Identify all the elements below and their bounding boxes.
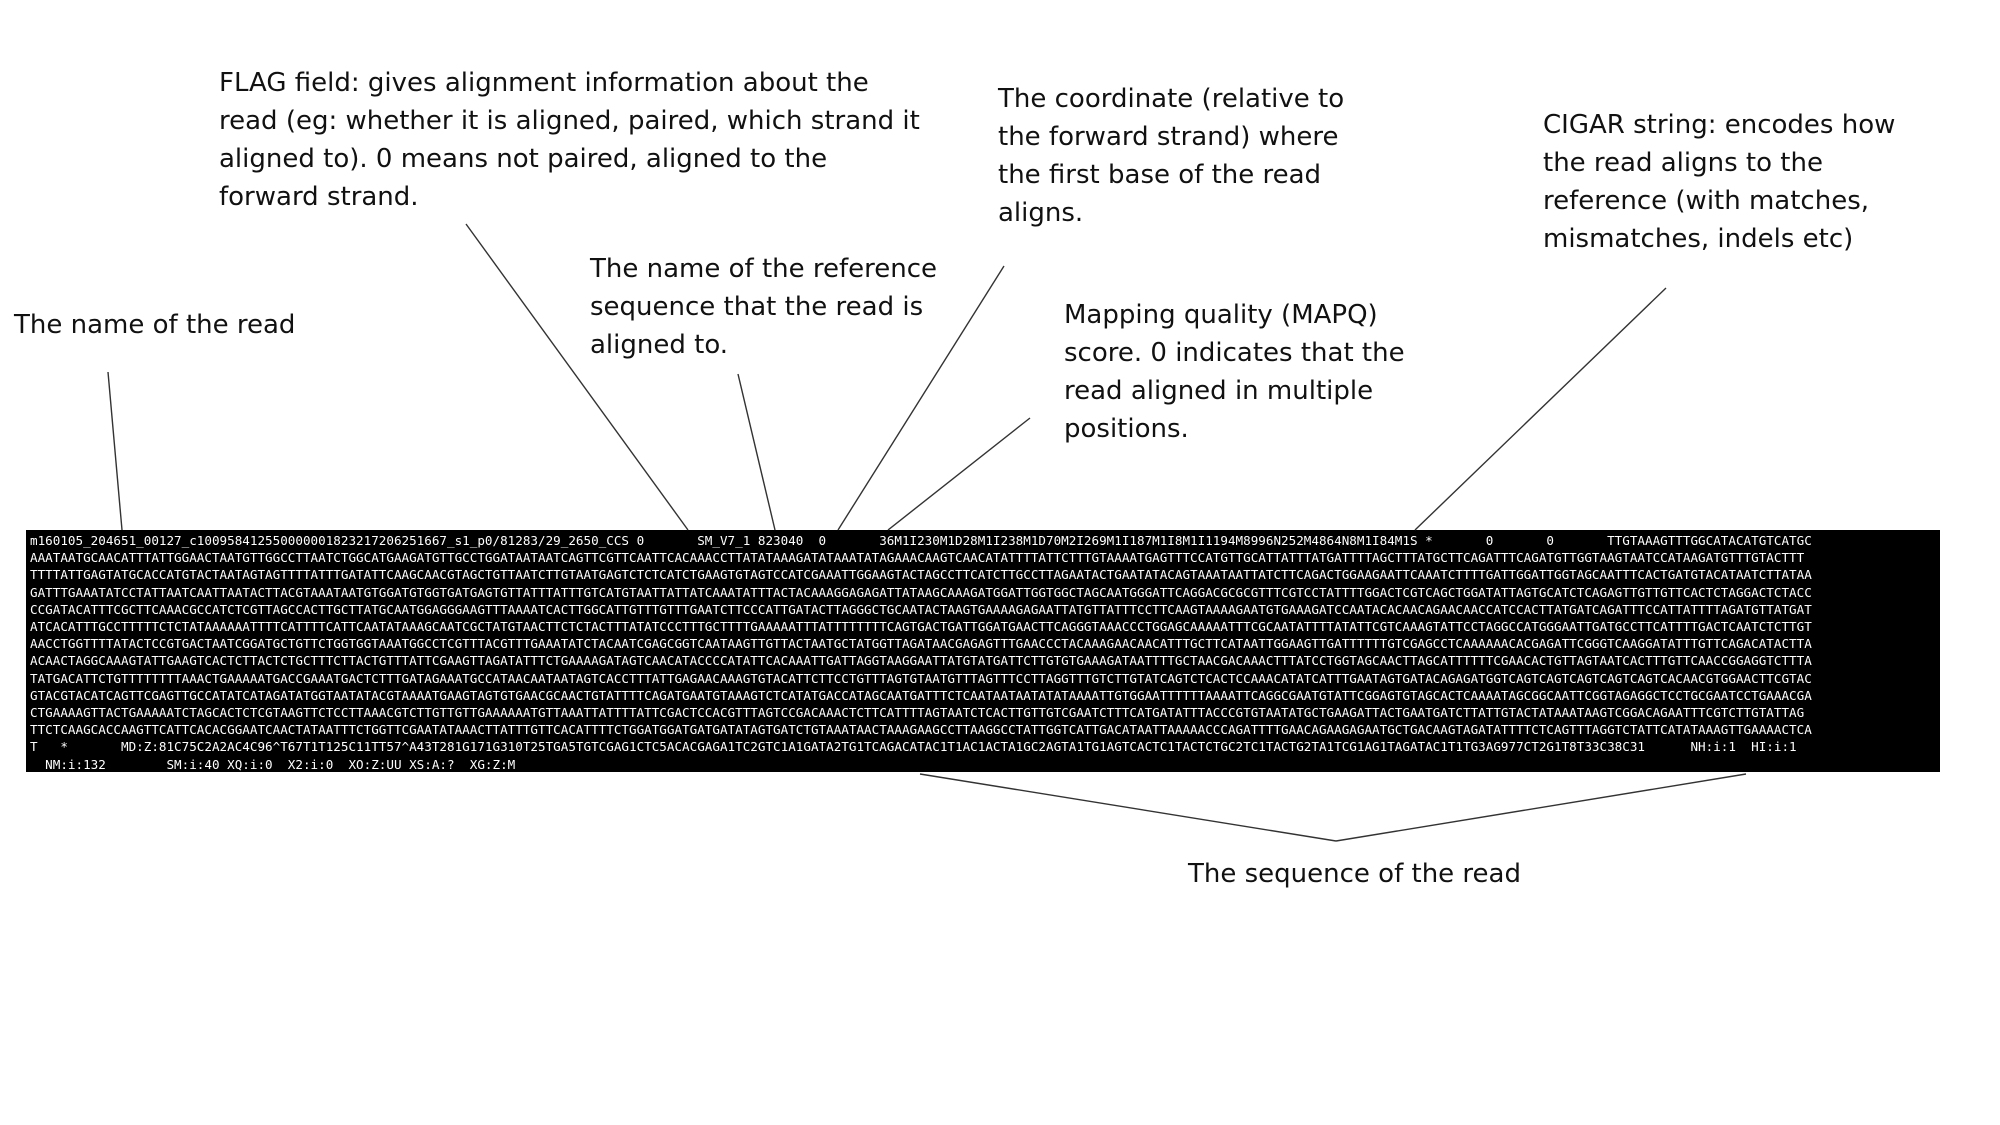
- sam-line: GATTTGAAATATCCTATTAATCAATTAATACTTACGTAAA…: [30, 584, 1812, 600]
- sam-line: TTTTATTGAGTATGCACCATGTACTAATAGTAGTTTTATT…: [30, 567, 1812, 583]
- sam-line: TTCTCAAGCACCAAGTTCATTCACACGGAATCAACTATAA…: [30, 722, 1812, 738]
- sam-line: ATCACATTTGCCTTTTTCTCTATAAAAAATTTTCATTTTC…: [30, 619, 1812, 635]
- annotation-mapq: Mapping quality (MAPQ) score. 0 indicate…: [1064, 300, 1405, 444]
- leader-mapq: [887, 417, 1031, 531]
- leader-flag: [465, 223, 689, 531]
- annotation-cigar: CIGAR string: encodes how the read align…: [1543, 110, 1896, 254]
- leader-position: [837, 265, 1005, 531]
- sam-record-block: m160105_204651_00127_c100958412550000001…: [26, 530, 1940, 772]
- annotation-flag-field: FLAG field: gives alignment information …: [219, 68, 920, 212]
- sam-line: CCGATACATTTCGCTTCAAACGCCATCTCGTTAGCCACTT…: [30, 601, 1812, 617]
- sam-line: m160105_204651_00127_c100958412550000001…: [30, 533, 1812, 548]
- sam-line: TATGACATTCTGTTTTTTTTAAACTGAAAAATGACCGAAA…: [30, 670, 1812, 686]
- leader-read-name: [107, 371, 123, 531]
- sam-line: NM:i:132 SM:i:40 XQ:i:0 X2:i:0 XO:Z:UU X…: [30, 756, 516, 772]
- leader-reference: [737, 373, 776, 531]
- annotation-reference-name: The name of the reference sequence that …: [590, 254, 938, 360]
- sam-line: GTACGTACATCAGTTCGAGTTGCCATATCATAGATATGGT…: [30, 687, 1812, 703]
- annotation-sequence: The sequence of the read: [1188, 859, 1521, 889]
- leader-cigar: [1414, 287, 1667, 531]
- sam-line: CTGAAAAGTTACTGAAAAATCTAGCACTCTCGTAAGTTCT…: [30, 705, 1805, 721]
- sam-line: ACAACTAGGCAAAGTATTGAAGTCACTCTTACTCTGCTTT…: [30, 653, 1812, 669]
- leader-sequence-right: [1335, 773, 1747, 842]
- annotation-position: The coordinate (relative to the forward …: [998, 84, 1345, 228]
- sam-line: AAATAATGCAACATTTATTGGAACTAATGTTGGCCTTAAT…: [30, 550, 1805, 566]
- leader-sequence-left: [919, 773, 1337, 842]
- sam-line: T * MD:Z:81C75C2A2AC4C96^T67T1T125C11TT5…: [30, 739, 1797, 755]
- sam-line: AACCTGGTTTTATACTCCGTGACTAATCGGATGCTGTTCT…: [30, 636, 1812, 652]
- annotation-read-name: The name of the read: [14, 310, 296, 340]
